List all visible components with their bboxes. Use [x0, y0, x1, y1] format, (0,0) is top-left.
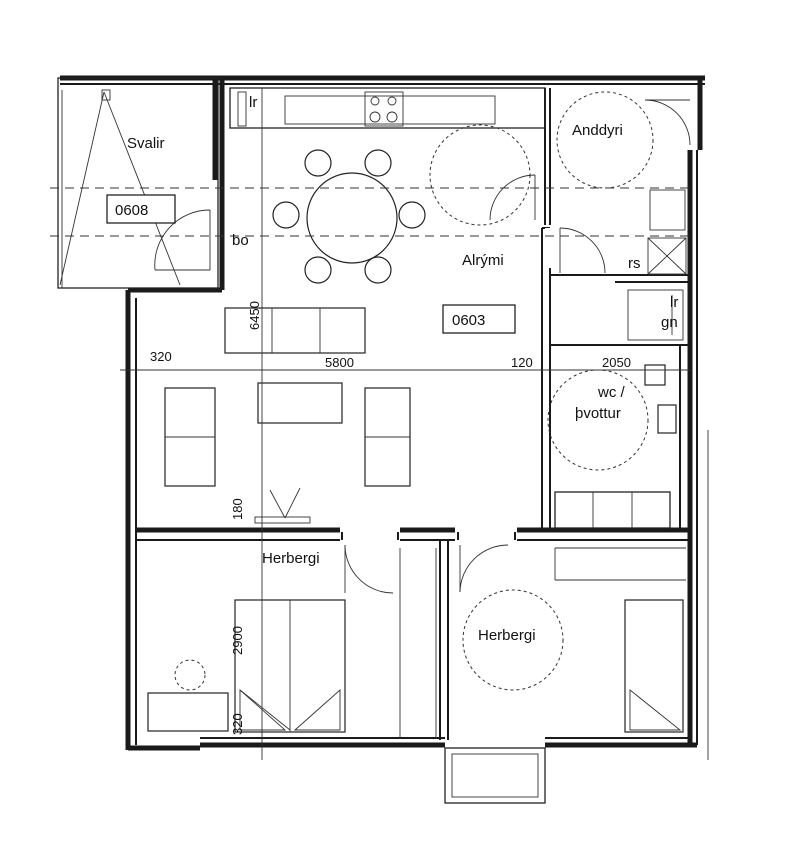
label-svalir: Svalir [127, 135, 165, 152]
reference-lines [50, 88, 709, 760]
label-herbergi-right: Herbergi [478, 627, 536, 644]
balcony-unit-box [106, 194, 176, 224]
dining-table [272, 149, 426, 284]
living-room [164, 304, 516, 524]
label-apartment-unit: 0603 [452, 312, 485, 329]
label-balcony-unit: 0608 [115, 202, 148, 219]
bedroom-left [147, 599, 346, 733]
label-bo: bo [232, 232, 249, 249]
apartment-unit-box [442, 304, 516, 334]
dim-2900: 2900 [230, 626, 245, 655]
sofa [224, 307, 366, 354]
entry-storage [627, 189, 687, 341]
label-lr-side: lr [670, 294, 678, 311]
label-rs: rs [628, 255, 641, 272]
single-bed [624, 599, 684, 733]
label-anddyri: Anddyri [572, 122, 623, 139]
balcony [57, 77, 219, 289]
label-lr-kitchen: lr [249, 94, 257, 111]
label-herbergi-left: Herbergi [262, 550, 320, 567]
bedroom-right [624, 599, 684, 733]
coffee-table [257, 382, 343, 424]
outer-walls [60, 75, 705, 804]
stove-icon [364, 91, 404, 127]
dim-2050: 2050 [602, 355, 631, 370]
label-gn: gn [661, 314, 678, 331]
label-alrymi: Alrými [462, 252, 504, 269]
dim-320-top: 320 [150, 349, 172, 364]
dim-120: 120 [511, 355, 533, 370]
label-thvottur: þvottur [575, 405, 621, 422]
toilet-icon [644, 364, 666, 386]
dim-320-bottom: 320 [230, 713, 245, 735]
kitchen [229, 87, 546, 129]
dim-180: 180 [230, 498, 245, 520]
dim-6450: 6450 [247, 301, 262, 330]
sink-icon [657, 404, 677, 434]
dim-5800: 5800 [325, 355, 354, 370]
label-wc: wc / [597, 384, 626, 401]
desk [147, 692, 229, 732]
interior-walls [136, 88, 690, 740]
